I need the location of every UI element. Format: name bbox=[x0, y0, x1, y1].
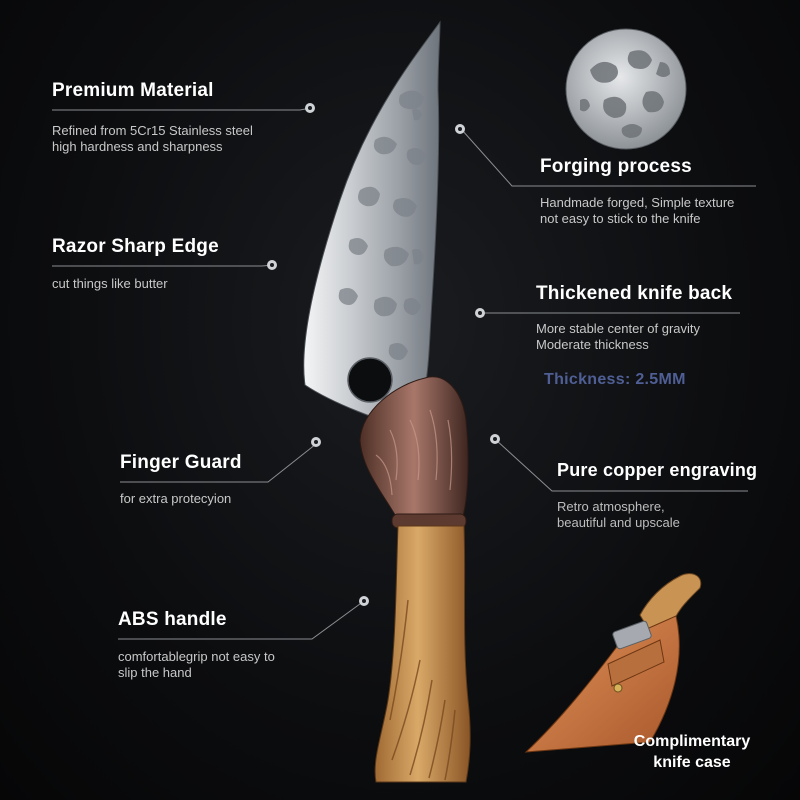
forged-texture-swatch bbox=[565, 28, 687, 150]
feature-title: Thickened knife back bbox=[536, 283, 733, 304]
hotspot-razor-sharp-edge bbox=[267, 260, 277, 270]
feature-description: comfortablegrip not easy to slip the han… bbox=[118, 649, 275, 680]
connector-forging-process bbox=[461, 129, 756, 187]
feature-description: for extra protecyion bbox=[120, 491, 232, 506]
knife-case-illustration bbox=[524, 573, 702, 753]
hotspot-forging-process bbox=[455, 124, 465, 134]
feature-thickened-knife-back: Thickened knife back More stable center … bbox=[536, 283, 732, 353]
feature-pure-copper-engraving: Pure copper engraving Retro atmosphere, … bbox=[557, 460, 757, 531]
knife-case-label: Complimentary knife case bbox=[633, 733, 751, 771]
feature-description: cut things like butter bbox=[52, 276, 168, 291]
feature-description: Handmade forged, Simple texture not easy… bbox=[540, 195, 735, 226]
feature-title: Finger Guard bbox=[120, 452, 242, 473]
feature-forging-process: Forging process Handmade forged, Simple … bbox=[540, 156, 734, 227]
feature-title: ABS handle bbox=[118, 609, 227, 630]
hotspot-abs-handle bbox=[359, 596, 369, 606]
feature-description: More stable center of gravity Moderate t… bbox=[536, 321, 701, 352]
feature-razor-sharp-edge: Razor Sharp Edge cut things like butter bbox=[52, 236, 219, 292]
thickness-spec: Thickness: 2.5MM bbox=[544, 371, 686, 388]
feature-title: Razor Sharp Edge bbox=[52, 236, 219, 257]
hotspot-finger-guard bbox=[311, 437, 321, 447]
wooden-handle bbox=[374, 525, 471, 783]
feature-title: Forging process bbox=[540, 156, 692, 177]
feature-abs-handle: ABS handle comfortablegrip not easy to s… bbox=[118, 609, 275, 681]
hotspot-copper-engraving bbox=[490, 434, 500, 444]
copper-bolster bbox=[359, 376, 469, 529]
connector-finger-guard bbox=[120, 443, 317, 483]
feature-description: Refined from 5Cr15 Stainless steel high … bbox=[52, 123, 253, 154]
feature-title: Pure copper engraving bbox=[557, 460, 758, 480]
hotspot-premium-material bbox=[305, 103, 315, 113]
connector-copper-engraving bbox=[495, 439, 748, 492]
feature-description: Retro atmosphere, beautiful and upscale bbox=[557, 499, 680, 530]
feature-finger-guard: Finger Guard for extra protecyion bbox=[120, 452, 242, 507]
connector-abs-handle bbox=[118, 600, 365, 640]
feature-title: Premium Material bbox=[52, 80, 214, 101]
hotspot-thickened-back bbox=[475, 308, 485, 318]
knife-blade bbox=[303, 20, 441, 431]
feature-premium-material: Premium Material Refined from 5Cr15 Stai… bbox=[52, 80, 253, 155]
